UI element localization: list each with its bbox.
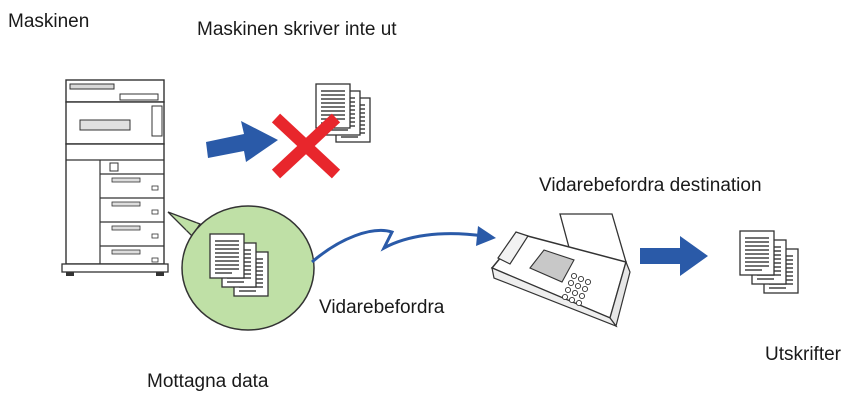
machine-label: Maskinen — [8, 11, 90, 32]
forward-wave-arrow-icon — [311, 226, 496, 264]
blocked-arrow-icon — [206, 121, 278, 162]
printouts-label: Utskrifter — [765, 344, 841, 365]
forward-destination-label: Vidarebefordra destination — [539, 175, 762, 196]
printer-machine-icon — [61, 79, 169, 276]
no-print-label: Maskinen skriver inte ut — [197, 19, 397, 40]
output-arrow-icon — [640, 236, 708, 276]
cross-icon — [271, 113, 341, 179]
printout-document-stack-icon — [739, 230, 799, 294]
received-data-label: Mottagna data — [147, 371, 269, 392]
forward-label: Vidarebefordra — [319, 297, 445, 318]
fax-machine-icon — [490, 213, 631, 328]
